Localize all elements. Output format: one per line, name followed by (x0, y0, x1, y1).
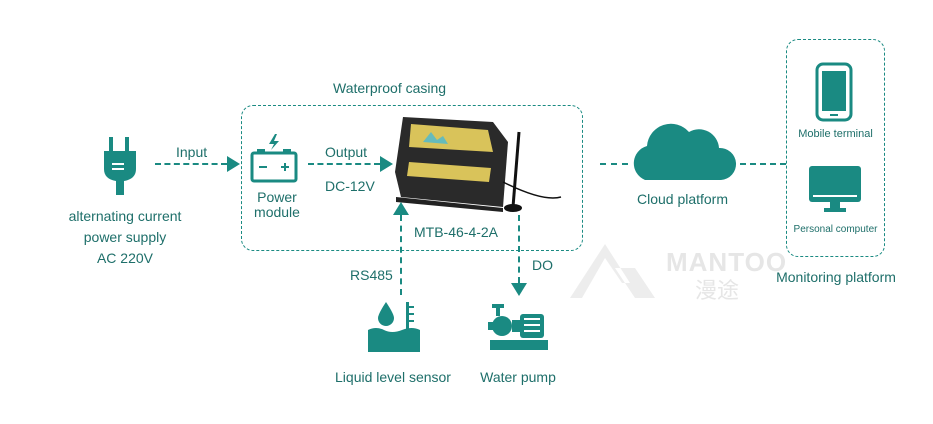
battery-icon (249, 134, 299, 189)
ac-label-1: alternating current (68, 208, 182, 224)
watermark-brand: MANTOO (666, 247, 788, 277)
water-pump-icon (488, 302, 550, 357)
monitoring-platform-box (786, 39, 885, 257)
output-label: Output (325, 144, 368, 160)
device-model-label: MTB-46-4-2A (414, 224, 499, 240)
input-connector (155, 163, 227, 165)
ac-label-2: power supply (83, 229, 167, 245)
sensor-label: Liquid level sensor (335, 369, 451, 385)
liquid-level-sensor-icon (368, 300, 420, 357)
rs485-label: RS485 (350, 267, 393, 283)
arrow-right-icon (227, 156, 240, 172)
monitoring-label: Monitoring platform (776, 269, 896, 285)
rs485-connector (400, 215, 402, 295)
power-module-label-1: Power (257, 189, 297, 205)
waterproof-casing (241, 105, 583, 251)
watermark-chinese: 漫途 (695, 278, 740, 303)
cloud-connector-left (600, 163, 628, 165)
power-plug-icon (100, 137, 140, 202)
dc-label: DC-12V (325, 178, 375, 194)
output-connector (308, 163, 380, 165)
do-label: DO (532, 257, 553, 273)
arrow-right-icon (380, 156, 393, 172)
mtb-device-image (393, 112, 563, 222)
cloud-connector-right (740, 163, 786, 165)
arrow-down-icon (511, 283, 527, 296)
pc-label: Personal computer (793, 224, 878, 235)
cloud-icon (627, 116, 739, 187)
mobile-label: Mobile terminal (798, 128, 873, 140)
computer-icon (808, 165, 862, 220)
cloud-label: Cloud platform (636, 191, 729, 207)
arrow-up-icon (393, 202, 409, 215)
do-connector (518, 215, 520, 283)
input-label: Input (176, 144, 208, 160)
mobile-phone-icon (815, 62, 853, 127)
watermark-logo (560, 238, 660, 305)
ac-label-3: AC 220V (96, 250, 154, 266)
pump-label: Water pump (480, 369, 556, 385)
power-module-label-2: module (254, 204, 300, 220)
casing-label: Waterproof casing (333, 80, 447, 96)
